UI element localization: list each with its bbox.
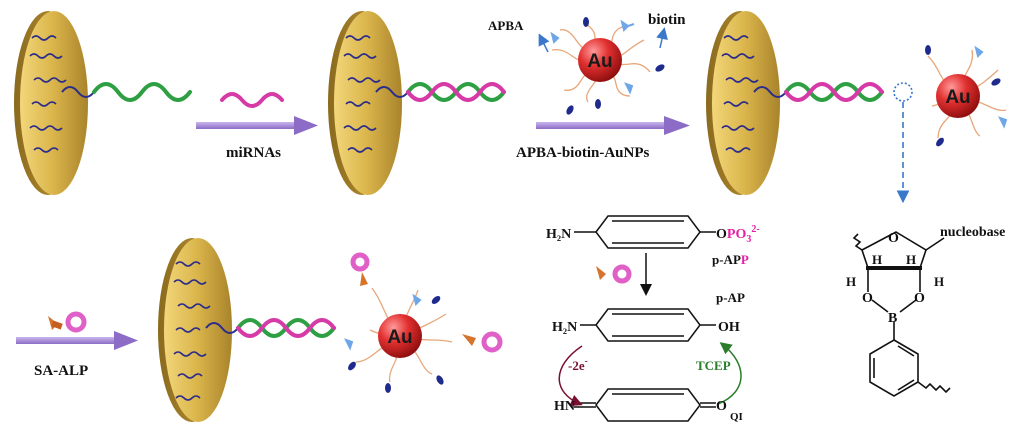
label-biotin: biotin	[648, 12, 686, 28]
label-oh: OH	[718, 320, 740, 335]
bound-aunp-bottom: Au	[344, 252, 503, 393]
electrode-3	[706, 11, 884, 195]
sa-alp-icon	[48, 311, 87, 333]
label-sa-alp: SA-ALP	[34, 363, 88, 379]
label-h-right: H	[906, 252, 916, 267]
label-papp: p-APP	[712, 252, 749, 267]
label-h-bottom-right: H	[934, 274, 944, 289]
alp-enzyme-icon	[596, 264, 632, 284]
label-h-left: H	[872, 252, 882, 267]
electrode-4	[158, 238, 336, 422]
label-opo3: OPO32-	[716, 224, 760, 245]
arrow-step3	[16, 331, 138, 350]
label-o-bottom-left: O	[862, 291, 873, 306]
au-label-right: Au	[945, 87, 970, 108]
boronate-ester-structure	[852, 231, 951, 397]
electrode-1	[14, 11, 192, 195]
label-pap: p-AP	[716, 290, 745, 305]
label-h2n-top: H₂N	[546, 227, 571, 242]
mirna-strand-icon	[220, 92, 284, 108]
label-hn: HN	[554, 399, 575, 414]
label-h-bottom-left: H	[846, 274, 856, 289]
label-o-quinone: O	[716, 399, 727, 414]
label-apba: APBA	[488, 18, 524, 33]
arrow-step1	[196, 116, 318, 135]
chemistry-scheme	[558, 215, 742, 422]
label-apba-biotin-aunps: APBA-biotin-AuNPs	[516, 145, 650, 161]
electrode-2	[328, 11, 506, 195]
probe-strand-1	[61, 86, 95, 98]
label-nucleobase: nucleobase	[940, 225, 1005, 240]
binding-site-marker	[893, 82, 913, 102]
label-h2n-mid: H₂N	[552, 320, 577, 335]
au-label-bottom: Au	[387, 327, 412, 348]
label-qi: QI	[730, 411, 743, 423]
label-o-ring: O	[888, 231, 899, 246]
apba-biotin-aunp: Au	[550, 17, 665, 115]
label-o-bottom-right: O	[914, 291, 925, 306]
au-label-top: Au	[587, 51, 612, 72]
label-mirnas: miRNAs	[226, 145, 281, 161]
label-boron: B	[888, 311, 897, 326]
label-tcep: TCEP	[696, 358, 731, 373]
bound-aunp-top: Au	[925, 45, 1008, 147]
label-minus-2e: -2e-	[568, 356, 588, 373]
arrow-step2	[536, 116, 690, 135]
